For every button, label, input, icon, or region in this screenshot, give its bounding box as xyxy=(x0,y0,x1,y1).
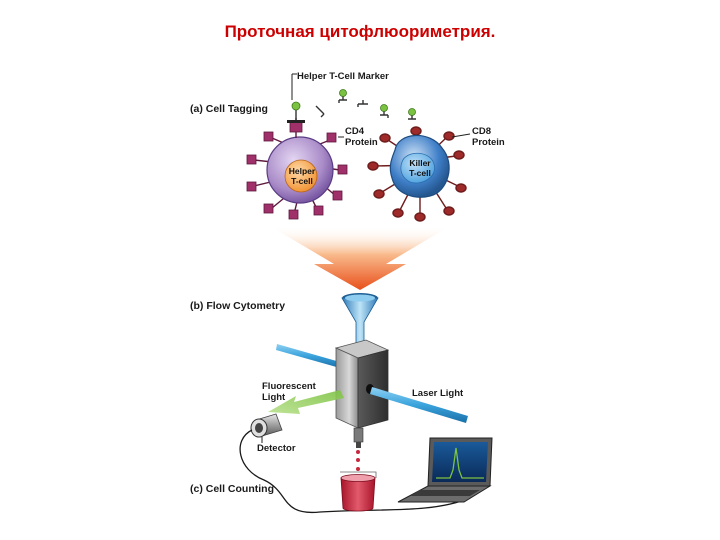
detector-cable xyxy=(239,429,471,514)
cd8-label-1: CD8 xyxy=(472,126,491,137)
section-a-label: (a) Cell Tagging xyxy=(190,103,268,115)
helper-text-1: Helper xyxy=(289,166,316,176)
process-arrow xyxy=(270,226,450,290)
sample-funnel xyxy=(341,293,379,347)
section-b-label: (b) Flow Cytometry xyxy=(190,300,285,312)
helper-text-2: T-cell xyxy=(291,176,313,186)
free-markers xyxy=(315,89,416,120)
marker-icon xyxy=(408,108,416,120)
marker-icon xyxy=(357,100,368,107)
detector-label: Detector xyxy=(257,443,296,454)
fluor-label-2: Light xyxy=(262,392,286,403)
helper-t-cell: Helper T-cell xyxy=(246,101,348,220)
histogram-peak xyxy=(436,447,484,479)
killer-t-cell: Killer T-cell xyxy=(367,126,467,222)
cd8-label-2: Protein xyxy=(472,137,505,148)
marker-icon xyxy=(338,89,347,103)
laptop xyxy=(397,437,493,503)
marker-icon xyxy=(380,104,389,118)
fluorescent-arrow xyxy=(268,390,344,414)
cd4-label-2: Protein xyxy=(345,137,378,148)
cd4-label-1: CD4 xyxy=(345,126,365,137)
tagged-cd4 xyxy=(289,121,303,133)
laser-beam-front xyxy=(370,387,468,423)
laser-beam-back xyxy=(276,344,340,368)
detector xyxy=(250,413,283,438)
fluor-label-1: Fluorescent xyxy=(262,381,317,392)
section-c-label: (c) Cell Counting xyxy=(190,483,274,495)
slide-title: Проточная цитофлюориметрия. xyxy=(224,22,496,41)
killer-text-1: Killer xyxy=(409,158,431,168)
helper-nucleus xyxy=(284,159,318,193)
killer-nucleus xyxy=(400,152,435,184)
laser-label: Laser Light xyxy=(412,388,464,399)
killer-text-2: T-cell xyxy=(409,168,431,178)
collection-beaker xyxy=(340,471,377,512)
droplets xyxy=(356,450,360,471)
marker-label: Helper T-Cell Marker xyxy=(297,71,389,82)
bound-marker-icon xyxy=(291,101,301,111)
marker-icon xyxy=(315,105,325,118)
